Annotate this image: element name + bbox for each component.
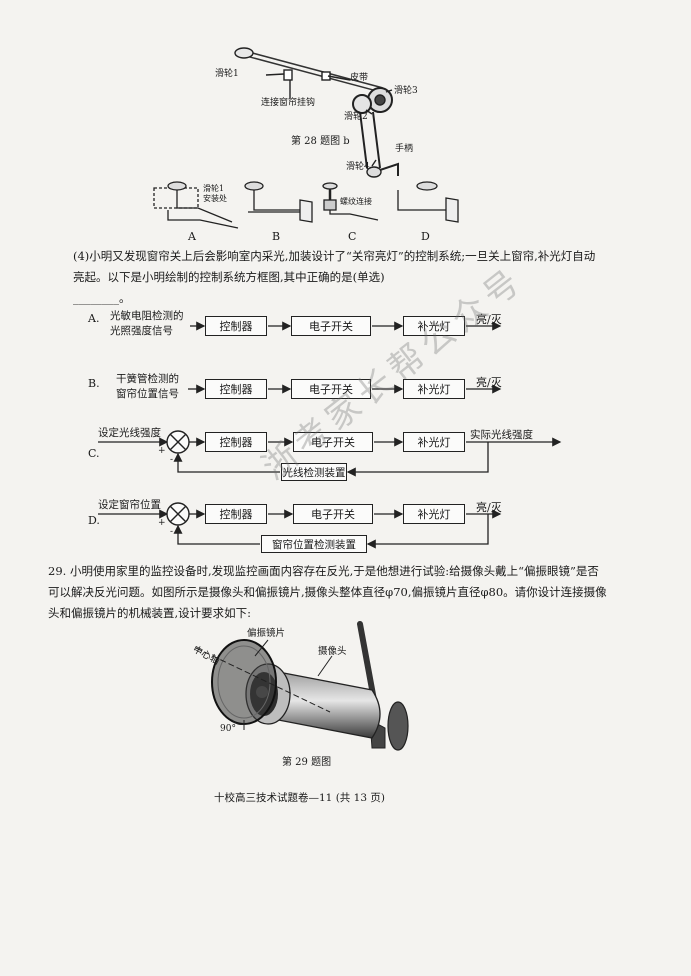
fig29-label-camera: 摄像头 <box>318 646 347 657</box>
label-belt: 皮带 <box>350 73 369 83</box>
diagram-c-feedback: 光线检测装置 <box>281 463 347 481</box>
diagram-d-input: 设定窗帘位置 <box>98 499 161 511</box>
option-letter-d: D <box>421 230 430 243</box>
page-footer: 十校高三技术试题卷—11 (共 13 页) <box>214 792 385 804</box>
diagram-d-plus: + <box>158 518 166 528</box>
label-pulley4: 滑轮4 <box>346 162 370 172</box>
diagram-c-lamp: 补光灯 <box>403 432 465 452</box>
diagram-d-controller: 控制器 <box>205 504 267 524</box>
q29: 29. 小明使用家里的监控设备时,发现监控画面内容存在反光,于是他想进行试验:给… <box>48 561 608 624</box>
option-letter-c: C <box>348 230 357 243</box>
q29-number: 29. <box>48 564 67 578</box>
label-pulley3: 滑轮3 <box>394 86 418 96</box>
fig29-label-polarizer: 偏振镜片 <box>247 628 286 639</box>
diagram-b-input: 干簧管检测的 窗帘位置信号 <box>116 373 179 400</box>
diagram-b-controller: 控制器 <box>205 379 267 399</box>
option-letter-a: A <box>188 230 196 243</box>
label-pulley2: 滑轮2 <box>344 112 368 122</box>
diagram-a-output: 亮/灭 <box>476 313 502 326</box>
diagram-c-switch: 电子开关 <box>293 432 373 452</box>
option-letter-b: B <box>272 230 281 243</box>
diagram-d-feedback: 窗帘位置检测装置 <box>261 535 367 553</box>
option-a-note: 滑轮1 安装处 <box>203 184 227 203</box>
q4-blank[interactable]: ________。 <box>73 291 131 305</box>
label-curtain-hook: 连接窗帘挂钩 <box>261 98 316 108</box>
q4-body: (4)小明又发现窗帘关上后会影响室内采光,加装设计了“关帘亮灯”的控制系统;一旦… <box>73 249 596 284</box>
diagram-c-input: 设定光线强度 <box>98 427 161 439</box>
diagram-c-plus: + <box>158 446 166 456</box>
diagram-c-output: 实际光线强度 <box>470 429 533 441</box>
fig28b-caption: 第 28 题图 b <box>291 136 350 147</box>
diagram-d-lamp: 补光灯 <box>403 504 465 524</box>
diagram-c-letter: C. <box>88 447 100 460</box>
q29-text: 小明使用家里的监控设备时,发现监控画面内容存在反光,于是他想进行试验:给摄像头戴… <box>48 564 607 620</box>
diagram-a-letter: A. <box>88 312 100 325</box>
label-handle: 手柄 <box>395 144 414 154</box>
diagram-a-controller: 控制器 <box>205 316 267 336</box>
diagram-b-letter: B. <box>88 377 100 390</box>
diagram-b-lamp: 补光灯 <box>403 379 465 399</box>
diagram-d-output: 亮/灭 <box>476 501 502 514</box>
label-pulley1: 滑轮1 <box>215 69 239 79</box>
diagram-c-controller: 控制器 <box>205 432 267 452</box>
diagram-a-input: 光敏电阻检测的 光照强度信号 <box>110 310 184 337</box>
diagram-b-switch: 电子开关 <box>291 379 371 399</box>
diagram-c-minus: - <box>170 455 174 465</box>
diagram-a-lamp: 补光灯 <box>403 316 465 336</box>
diagram-d-minus: - <box>170 527 174 537</box>
diagram-b-output: 亮/灭 <box>476 376 502 389</box>
diagram-d-letter: D. <box>88 514 100 527</box>
q4-text: (4)小明又发现窗帘关上后会影响室内采光,加装设计了“关帘亮灯”的控制系统;一旦… <box>73 246 598 309</box>
diagram-a-switch: 电子开关 <box>291 316 371 336</box>
fig29-caption: 第 29 题图 <box>282 757 332 768</box>
option-c-note: 螺纹连接 <box>340 197 372 206</box>
fig29-label-angle: 90° <box>220 724 236 734</box>
diagram-d-switch: 电子开关 <box>293 504 373 524</box>
